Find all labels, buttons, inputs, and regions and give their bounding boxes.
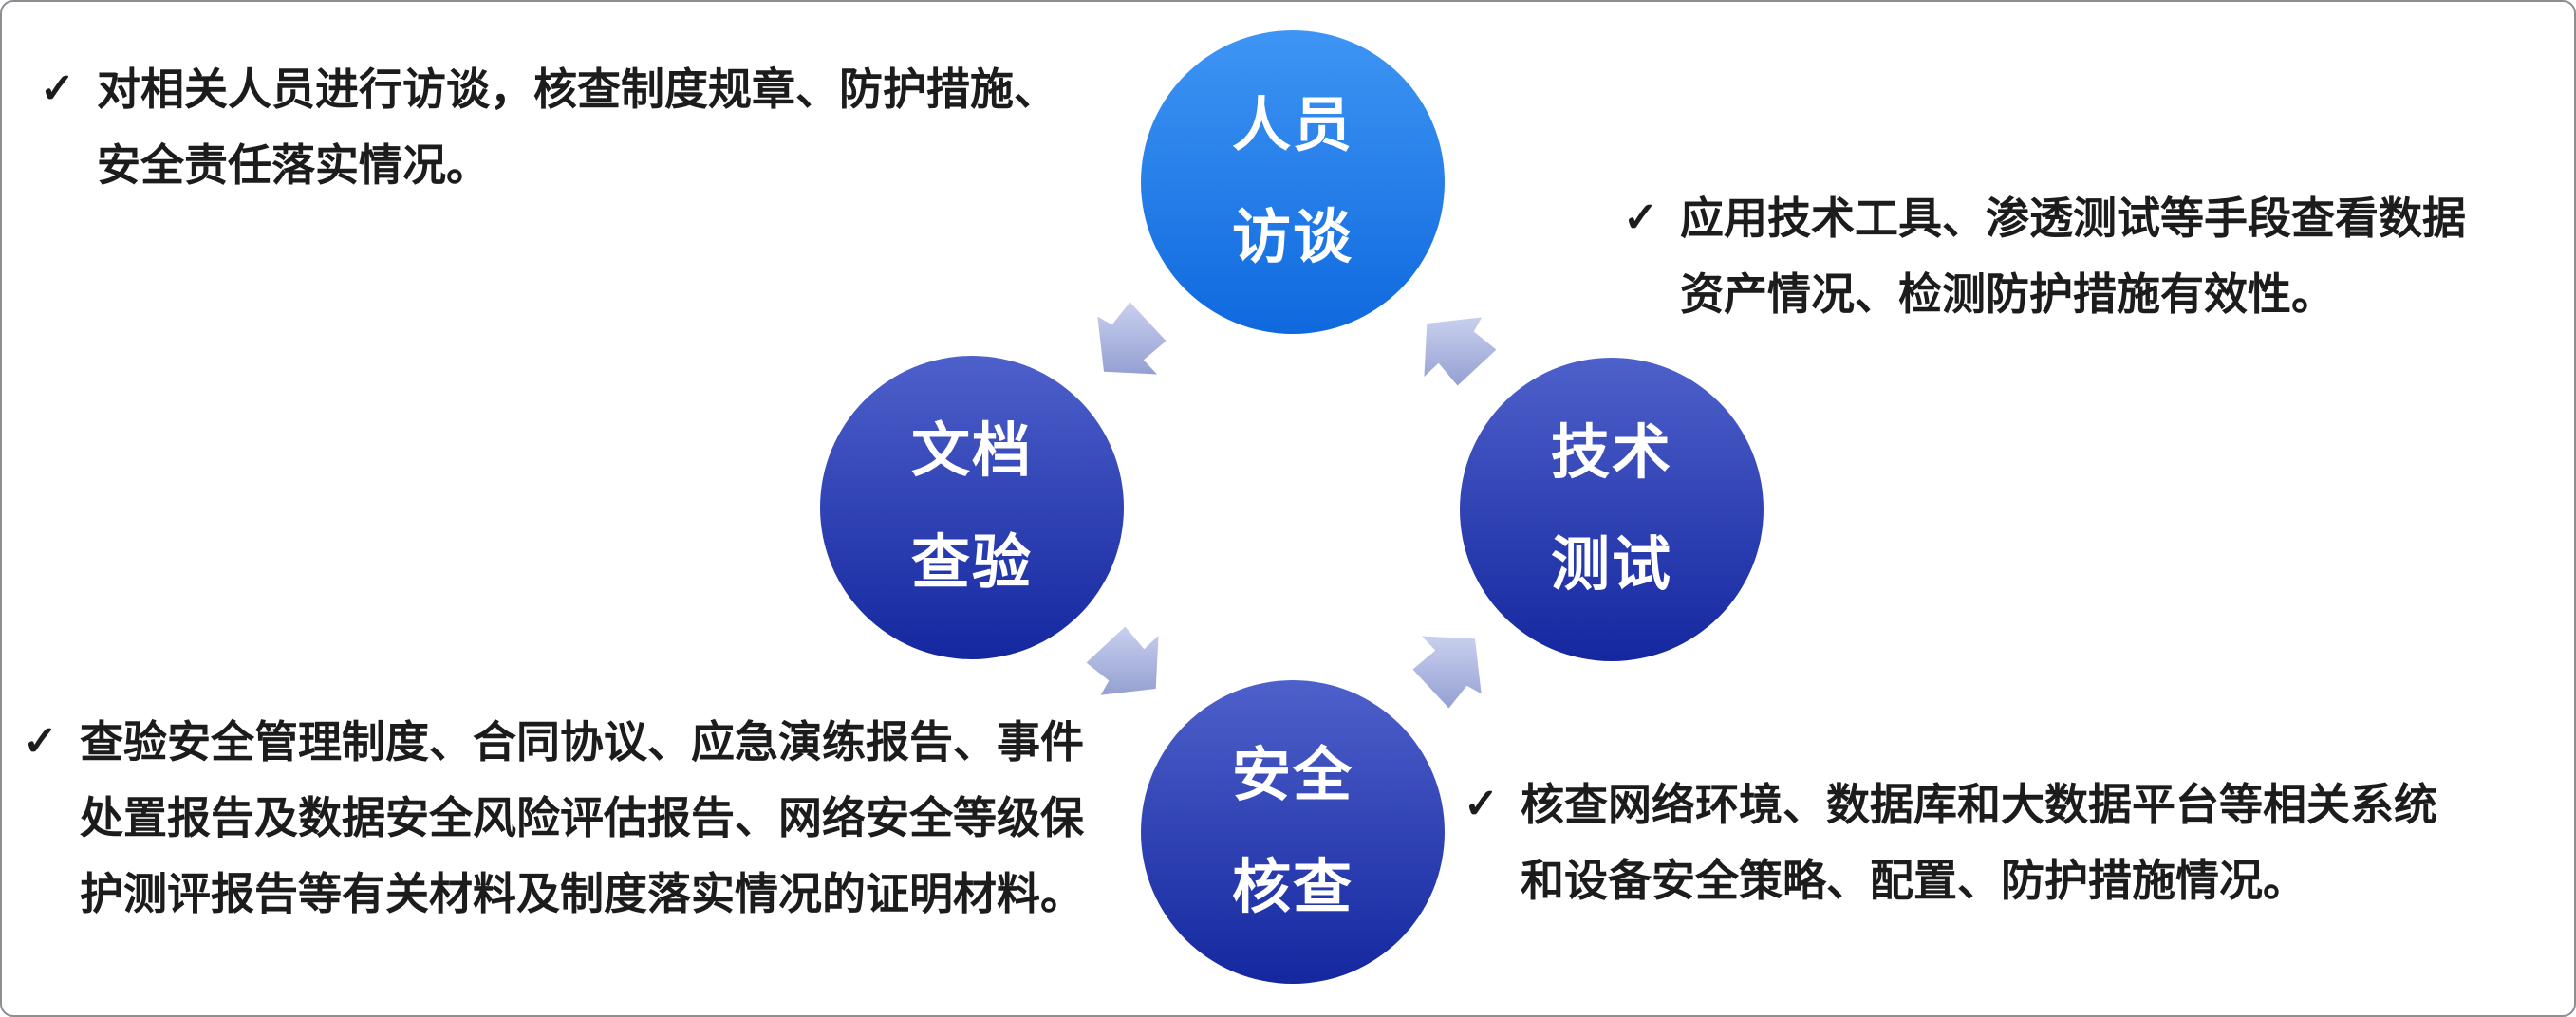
- node-technical-testing: 技术 测试: [1460, 358, 1764, 661]
- node-label: 文档 查验: [910, 418, 1033, 596]
- note-text: 应用技术工具、渗透测试等手段查看数据 资产情况、检测防护措施有效性。: [1680, 194, 2466, 319]
- note-text: 对相关人员进行访谈，核查制度规章、防护措施、 安全责任落实情况。: [97, 65, 1057, 190]
- cycle-arrow-up-left-icon: [1424, 317, 1497, 386]
- cycle-arrow-down-left-icon: [1097, 302, 1167, 375]
- node-label: 技术 测试: [1550, 420, 1672, 598]
- node-label: 人员 访谈: [1231, 93, 1353, 270]
- cycle-arrow-down-right-icon: [1086, 626, 1159, 695]
- note-security-check: ✓ 核查网络环境、数据库和大数据平台等相关系统 和设备安全策略、配置、防护措施情…: [1464, 767, 2546, 918]
- note-text: 核查网络环境、数据库和大数据平台等相关系统 和设备安全策略、配置、防护措施情况。: [1521, 780, 2437, 905]
- node-personnel-interview: 人员 访谈: [1141, 30, 1445, 334]
- node-document-inspection: 文档 查验: [820, 356, 1124, 659]
- note-document-inspection: ✓ 查验安全管理制度、合同协议、应急演练报告、事件 处置报告及数据安全风险评估报…: [23, 704, 1124, 932]
- note-technical-testing: ✓ 应用技术工具、渗透测试等手段查看数据 资产情况、检测防护措施有效性。: [1623, 180, 2553, 332]
- checkmark-icon: ✓: [23, 718, 58, 765]
- checkmark-icon: ✓: [1464, 781, 1499, 827]
- note-personnel-interview: ✓ 对相关人员进行访谈，核查制度规章、防护措施、 安全责任落实情况。: [40, 51, 1103, 203]
- node-label: 安全 核查: [1231, 743, 1353, 920]
- node-security-check: 安全 核查: [1141, 680, 1445, 984]
- checkmark-icon: ✓: [1623, 194, 1658, 241]
- note-text: 查验安全管理制度、合同协议、应急演练报告、事件 处置报告及数据安全风险评估报告、…: [80, 717, 1084, 918]
- checkmark-icon: ✓: [40, 65, 75, 112]
- cycle-arrow-up-right-icon: [1412, 636, 1482, 709]
